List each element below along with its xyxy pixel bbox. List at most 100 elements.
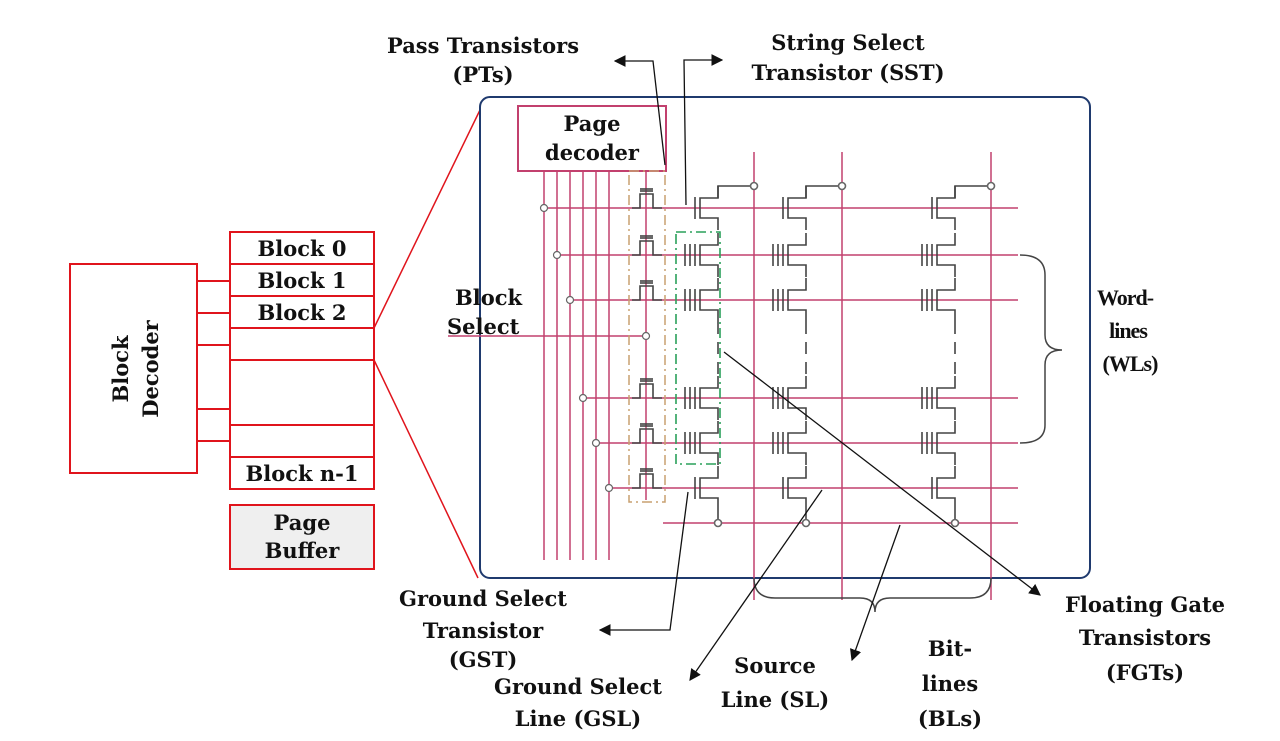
page-buffer-label-line1: Page — [274, 510, 331, 535]
svg-text:Transistors: Transistors — [1079, 625, 1211, 650]
word-lines — [544, 207, 1018, 489]
block-n-1-label: Block n-1 — [246, 461, 359, 486]
source-contact — [950, 518, 960, 528]
label-gsl: Ground Select Line (GSL) — [494, 674, 662, 731]
pass-transistor — [632, 235, 662, 256]
pass-transistor — [632, 378, 662, 399]
floating-gate-transistor — [772, 421, 807, 465]
svg-text:(BLs): (BLs) — [918, 706, 982, 731]
fgt-group-box — [675, 231, 721, 465]
pass-transistor — [632, 468, 662, 489]
floating-gate-transistor — [772, 233, 807, 277]
svg-text:Floating Gate: Floating Gate — [1065, 592, 1225, 617]
block-decoder-label-line2: Decoder — [138, 319, 163, 417]
annotation-arrows — [598, 54, 1041, 681]
pass-transistor — [632, 188, 662, 209]
pass-transistor — [632, 423, 662, 444]
svg-text:(FGTs): (FGTs) — [1106, 660, 1184, 685]
pass-transistor-group — [628, 170, 666, 503]
ground-select-transistor — [782, 466, 807, 510]
block-row — [229, 231, 375, 265]
word-lines-brace — [1019, 254, 1063, 444]
nand-string — [921, 181, 996, 528]
svg-text:(PTs): (PTs) — [452, 62, 513, 87]
floating-gate-transistor — [684, 421, 719, 465]
pass-transistors — [632, 188, 662, 489]
label-pass-transistors: Pass Transistors (PTs) — [387, 33, 579, 87]
bitline-contact — [837, 181, 847, 191]
block-decoder: Block Decoder — [69, 263, 198, 474]
page-buffer: Page Buffer — [229, 504, 375, 570]
block-row — [229, 456, 375, 490]
page-decoder-label-line2: decoder — [545, 140, 640, 165]
floating-gate-transistor — [684, 278, 719, 322]
block-array-border — [479, 96, 1091, 579]
svg-text:Source: Source — [734, 653, 816, 678]
svg-text:Transistor (SST): Transistor (SST) — [751, 60, 944, 85]
string-select-transistor — [694, 186, 719, 230]
label-source-line: Source Line (SL) — [721, 653, 830, 712]
floating-gate-transistor — [684, 376, 719, 420]
block-row — [229, 295, 375, 329]
floating-gate-transistor — [684, 233, 719, 277]
fgt-arrow — [723, 351, 1041, 596]
gsl-arrow — [689, 489, 823, 681]
page-decoder-label-line1: Page — [564, 111, 621, 136]
label-sst: String Select Transistor (SST) — [751, 30, 944, 85]
floating-gate-transistor — [921, 421, 956, 465]
string-select-transistor — [931, 186, 956, 230]
page-decoder-wires — [543, 171, 647, 560]
pt-arrow — [613, 55, 666, 166]
floating-gate-transistor — [921, 278, 956, 322]
string-select-transistor — [782, 186, 807, 230]
svg-text:Line (GSL): Line (GSL) — [515, 706, 641, 731]
junction-dots — [539, 203, 651, 493]
block-select-label-line2: Select — [447, 314, 520, 339]
svg-text:(WLs): (WLs) — [1103, 351, 1159, 376]
floating-gate-transistor — [772, 278, 807, 322]
svg-text:Line (SL): Line (SL) — [721, 687, 830, 712]
sl-arrow — [850, 524, 901, 662]
nand-strings — [684, 181, 996, 528]
label-fgt: Floating Gate Transistors (FGTs) — [1065, 592, 1225, 685]
block-row — [229, 359, 375, 426]
gst-arrow — [598, 491, 689, 636]
source-contact — [801, 518, 811, 528]
label-bit-lines: Bit- lines (BLs) — [918, 636, 982, 731]
label-word-lines: Word- lines (WLs) — [1097, 285, 1159, 376]
svg-text:lines: lines — [1109, 318, 1148, 343]
bit-lines — [753, 152, 992, 600]
svg-text:Ground Select: Ground Select — [494, 674, 662, 699]
block-1-label: Block 1 — [258, 268, 347, 293]
page-decoder: Page decoder — [517, 105, 667, 172]
bit-lines-brace — [753, 577, 992, 613]
bitline-contact — [986, 181, 996, 191]
block-decoder-label-line1: Block — [108, 335, 133, 403]
page-buffer-label-line2: Buffer — [265, 538, 341, 563]
block-select-label-line1: Block — [455, 285, 523, 310]
zoom-lines — [373, 109, 481, 579]
ground-select-transistor — [931, 466, 956, 510]
ground-select-transistor — [694, 466, 719, 510]
svg-text:Bit-: Bit- — [928, 636, 972, 661]
floating-gate-transistor — [921, 233, 956, 277]
block-0-label: Block 0 — [258, 236, 347, 261]
svg-text:Ground Select: Ground Select — [399, 586, 567, 611]
svg-text:(GST): (GST) — [449, 647, 518, 672]
block-2-label: Block 2 — [258, 300, 347, 325]
sst-arrow — [683, 54, 724, 206]
source-contact — [713, 518, 723, 528]
nand-string — [772, 181, 847, 528]
block-row — [229, 327, 375, 361]
bitline-contact — [749, 181, 759, 191]
block-row — [229, 424, 375, 458]
svg-text:Pass Transistors: Pass Transistors — [387, 33, 579, 58]
svg-text:Transistor: Transistor — [423, 618, 544, 643]
floating-gate-transistor — [921, 376, 956, 420]
svg-text:Word-: Word- — [1097, 285, 1154, 310]
block-list: Block 0 Block 1 Block 2 Block n-1 — [229, 231, 375, 490]
decoder-connections — [197, 280, 230, 442]
label-gst: Ground Select Transistor (GST) — [399, 586, 567, 672]
nand-string — [684, 181, 759, 528]
